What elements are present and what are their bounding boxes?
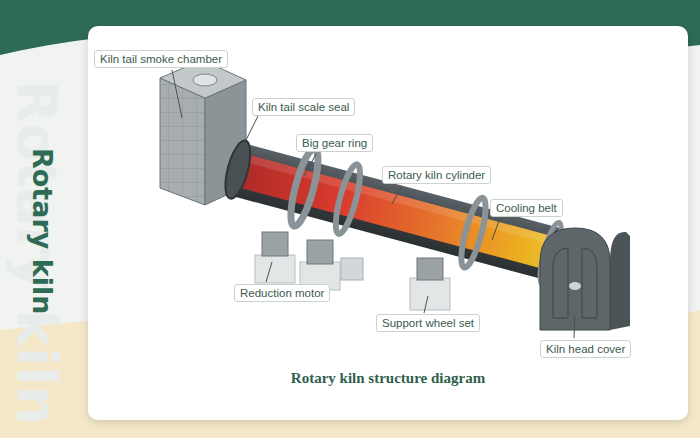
part-name: Kiln tail smoke chamber <box>100 52 222 66</box>
card <box>88 26 688 420</box>
part-label: Rotary kiln cylinder <box>382 166 491 184</box>
vertical-title: Rotary kiln <box>27 148 58 314</box>
part-name: Kiln head cover <box>546 342 625 356</box>
part-label: Kiln head cover <box>540 340 631 358</box>
part-label: Reduction motor <box>234 284 330 302</box>
gear-ring <box>285 146 323 228</box>
reduction-motor-stands <box>255 232 363 290</box>
part-name: Cooling belt <box>496 201 557 215</box>
leader-lines <box>172 70 575 338</box>
scale-seal <box>220 138 255 201</box>
support-wheel-stand <box>410 258 450 310</box>
part-label: Big gear ring <box>296 134 373 152</box>
part-label: Cooling belt <box>490 199 563 217</box>
part-name: Support wheel set <box>382 316 474 330</box>
kiln-head-cover <box>540 228 630 330</box>
part-name: Big gear ring <box>302 136 367 150</box>
part-label: Kiln tail smoke chamber <box>94 50 228 68</box>
caption: Rotary kiln structure diagram <box>291 370 485 387</box>
part-name: Kiln tail scale seal <box>258 100 349 114</box>
part-name: Rotary kiln cylinder <box>388 168 485 182</box>
part-label: Kiln tail scale seal <box>252 98 355 116</box>
part-name: Reduction motor <box>240 286 324 300</box>
part-label: Support wheel set <box>376 314 480 332</box>
